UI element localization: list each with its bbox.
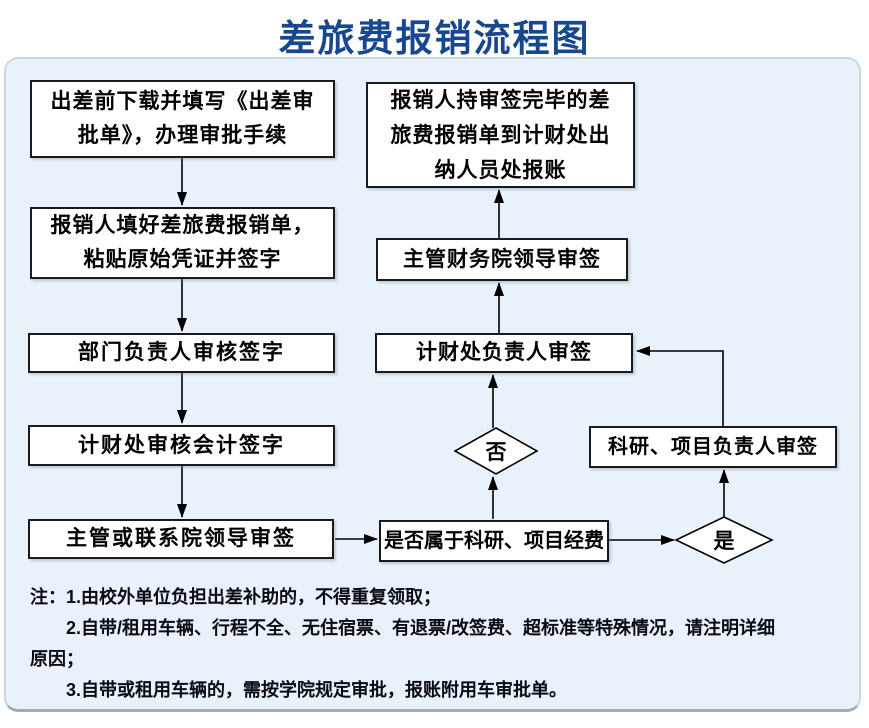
step-dept-head-sign: 部门负责人审核签字 bbox=[28, 333, 335, 373]
step-cashier-reimburse: 报销人持审签完毕的差 旅费报销单到计财处出 纳人员处报账 bbox=[366, 82, 635, 188]
decision-yes-label: 是 bbox=[713, 530, 735, 553]
step-finance-dean-sign: 主管财务院领导审签 bbox=[376, 238, 628, 281]
step-is-project-fund: 是否属于科研、项目经费 bbox=[379, 520, 609, 562]
step-supervisor-dean-sign: 主管或联系院领导审签 bbox=[28, 519, 334, 559]
page-title: 差旅费报销流程图 bbox=[278, 19, 591, 60]
step-project-leader-sign: 科研、项目负责人审签 bbox=[589, 426, 837, 468]
step-finance-accountant-sign: 计财处审核会计签字 bbox=[28, 425, 335, 466]
footnotes: 注：1.由校外单位负担出差补助的，不得重复领取； 2.自带/租用车辆、行程不全、… bbox=[30, 587, 776, 700]
step-download-approval-form: 出差前下载并填写《出差审 批单》，办理审批手续 bbox=[30, 80, 335, 158]
step-finance-head-sign: 计财处负责人审签 bbox=[375, 333, 633, 373]
step-fill-reimbursement-form: 报销人填好差旅费报销单， 粘贴原始凭证并签字 bbox=[30, 207, 335, 279]
decision-no-label: 否 bbox=[485, 441, 507, 464]
